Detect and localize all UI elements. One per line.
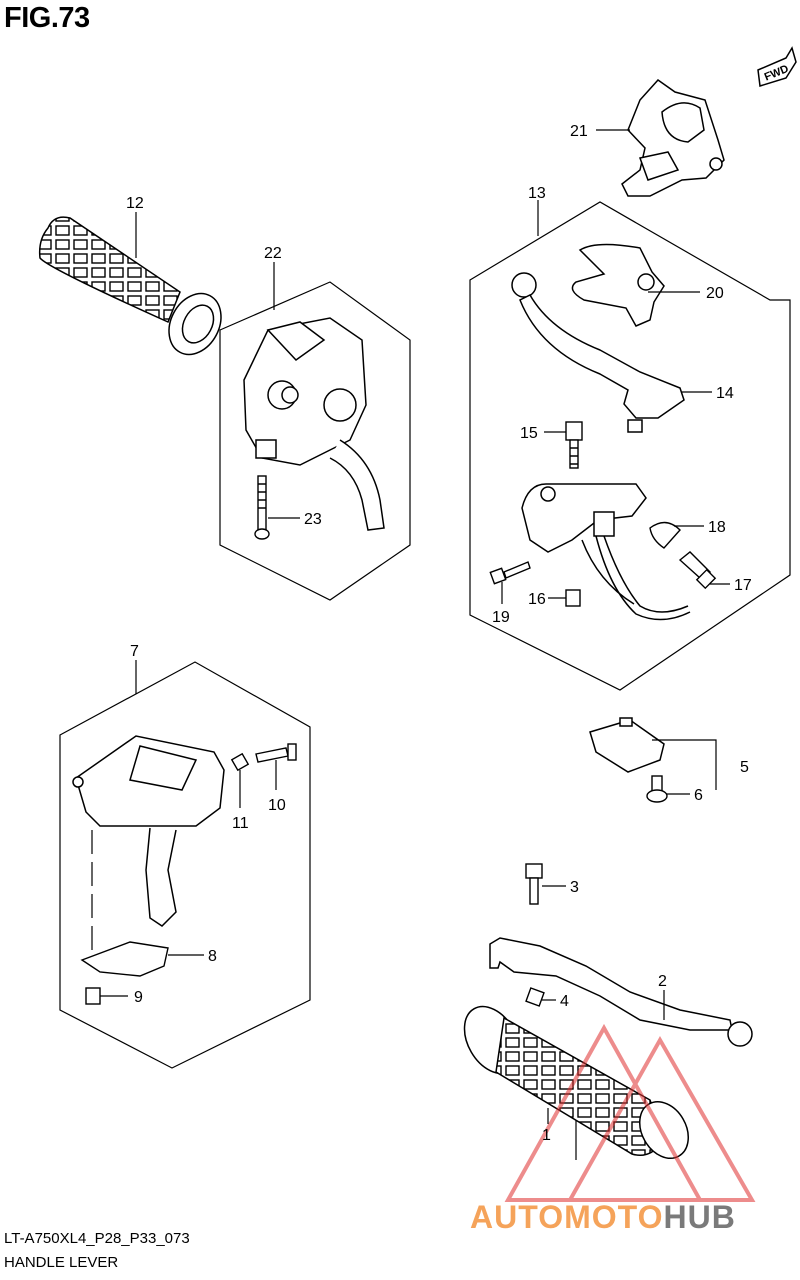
part-12-grip <box>38 216 222 356</box>
part-9-nut <box>85 987 101 1005</box>
callout-9: 9 <box>134 989 143 1006</box>
callout-1: 1 <box>542 1127 551 1144</box>
part-2-lever <box>489 937 753 1047</box>
callout-8: 8 <box>208 948 217 965</box>
part-19-screw <box>489 561 531 585</box>
fwd-arrow-icon: FWD <box>757 46 797 87</box>
part-16-nut <box>565 589 581 607</box>
part-7-throttle <box>72 735 225 927</box>
callout-3: 3 <box>570 879 579 896</box>
callout-2: 2 <box>658 973 667 990</box>
part-14-lever <box>511 272 685 433</box>
watermark-text-part1: AUTOMOTO <box>470 1199 663 1235</box>
watermark-text-part2: HUB <box>663 1199 735 1235</box>
part-15-bolt <box>565 421 583 469</box>
callout-11: 11 <box>232 815 249 832</box>
part-1-grip <box>463 1005 689 1159</box>
callout-7: 7 <box>130 643 139 660</box>
part-20-lock <box>571 243 665 327</box>
part-23-screw <box>254 475 270 540</box>
callout-16: 16 <box>528 591 546 608</box>
callout-15: 15 <box>520 425 538 442</box>
lever-holder <box>521 483 691 621</box>
part-6-screw <box>646 775 668 803</box>
leader-lines <box>100 129 730 1160</box>
callout-labels: 21 12 13 22 20 14 15 23 18 17 16 19 7 10… <box>126 123 752 1144</box>
callout-13: 13 <box>528 185 546 202</box>
callout-5: 5 <box>740 759 749 776</box>
callout-10: 10 <box>268 797 286 814</box>
figure-caption: HANDLE LEVER <box>4 1254 119 1271</box>
part-17-adjuster <box>678 551 717 590</box>
callout-19: 19 <box>492 609 510 626</box>
callout-20: 20 <box>706 285 724 302</box>
callout-4: 4 <box>560 993 569 1010</box>
callout-17: 17 <box>734 577 752 594</box>
group-box-22 <box>219 281 411 601</box>
watermark-logo <box>504 1023 756 1202</box>
part-5-switch <box>589 717 665 773</box>
callout-6: 6 <box>694 787 703 804</box>
callout-14: 14 <box>716 385 734 402</box>
part-11-nut <box>230 752 250 772</box>
part-8-plate <box>80 941 169 977</box>
part-22-switch <box>243 317 385 531</box>
figure-code: LT-A750XL4_P28_P33_073 <box>4 1230 190 1247</box>
callout-18: 18 <box>708 519 726 536</box>
part-4-nut <box>525 987 545 1007</box>
group-box-13 <box>469 201 791 691</box>
part-10-screw <box>255 743 297 763</box>
callout-23: 23 <box>304 511 322 528</box>
figure-title: FIG.73 <box>4 2 90 34</box>
group-box-7 <box>59 661 311 1069</box>
callout-21: 21 <box>570 123 588 140</box>
callout-22: 22 <box>264 245 282 262</box>
part-21-cover <box>621 79 725 197</box>
callout-12: 12 <box>126 195 144 212</box>
watermark-text: AUTOMOTOHUB <box>470 1199 736 1235</box>
part-3-bolt <box>525 863 543 905</box>
part-18-cap <box>649 521 681 549</box>
